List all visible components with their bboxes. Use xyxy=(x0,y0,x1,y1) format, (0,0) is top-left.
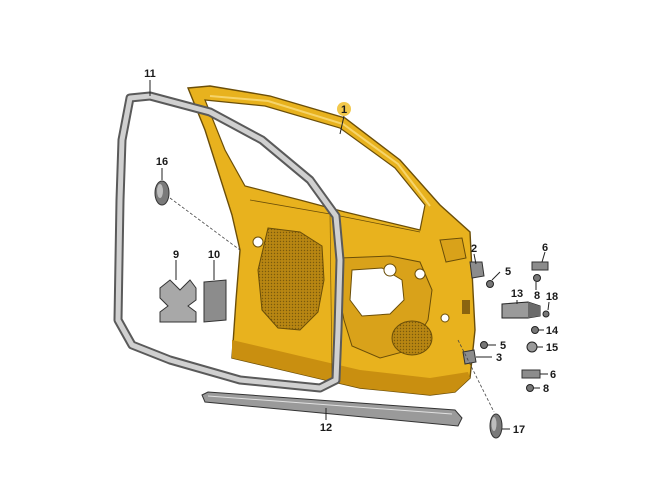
insulation-9 xyxy=(159,279,197,323)
callout-2: 2 xyxy=(471,243,477,255)
callout-16: 16 xyxy=(156,156,168,168)
callout-6-lower: 6 xyxy=(550,369,556,381)
callout-14: 14 xyxy=(546,325,559,337)
callout-1: 1 xyxy=(341,104,347,116)
callout-1-badge xyxy=(337,102,351,116)
callout-5-upper: 5 xyxy=(505,266,511,278)
plug-16 xyxy=(154,180,170,206)
door-seal xyxy=(113,91,345,393)
callout-labels: 1 2 3 5 5 6 6 8 8 9 10 11 12 13 14 15 16… xyxy=(144,68,559,436)
callout-11: 11 xyxy=(144,68,156,80)
callout-3: 3 xyxy=(496,352,502,364)
pad-10 xyxy=(203,279,227,323)
callout-12: 12 xyxy=(320,422,332,434)
sill-strip xyxy=(201,391,463,427)
callout-15: 15 xyxy=(546,342,558,354)
callout-13: 13 xyxy=(511,288,523,300)
leader-lines xyxy=(149,80,550,430)
callout-5-lower: 5 xyxy=(500,340,506,352)
callout-8-lower: 8 xyxy=(543,383,549,395)
callout-6-upper: 6 xyxy=(542,242,548,254)
callout-10: 10 xyxy=(208,249,220,261)
hinge-parts xyxy=(462,261,550,439)
callout-17: 17 xyxy=(513,424,525,436)
door-shell xyxy=(186,85,476,396)
callout-9: 9 xyxy=(173,249,179,261)
callout-8-upper: 8 xyxy=(534,290,540,302)
callout-18: 18 xyxy=(546,291,558,303)
